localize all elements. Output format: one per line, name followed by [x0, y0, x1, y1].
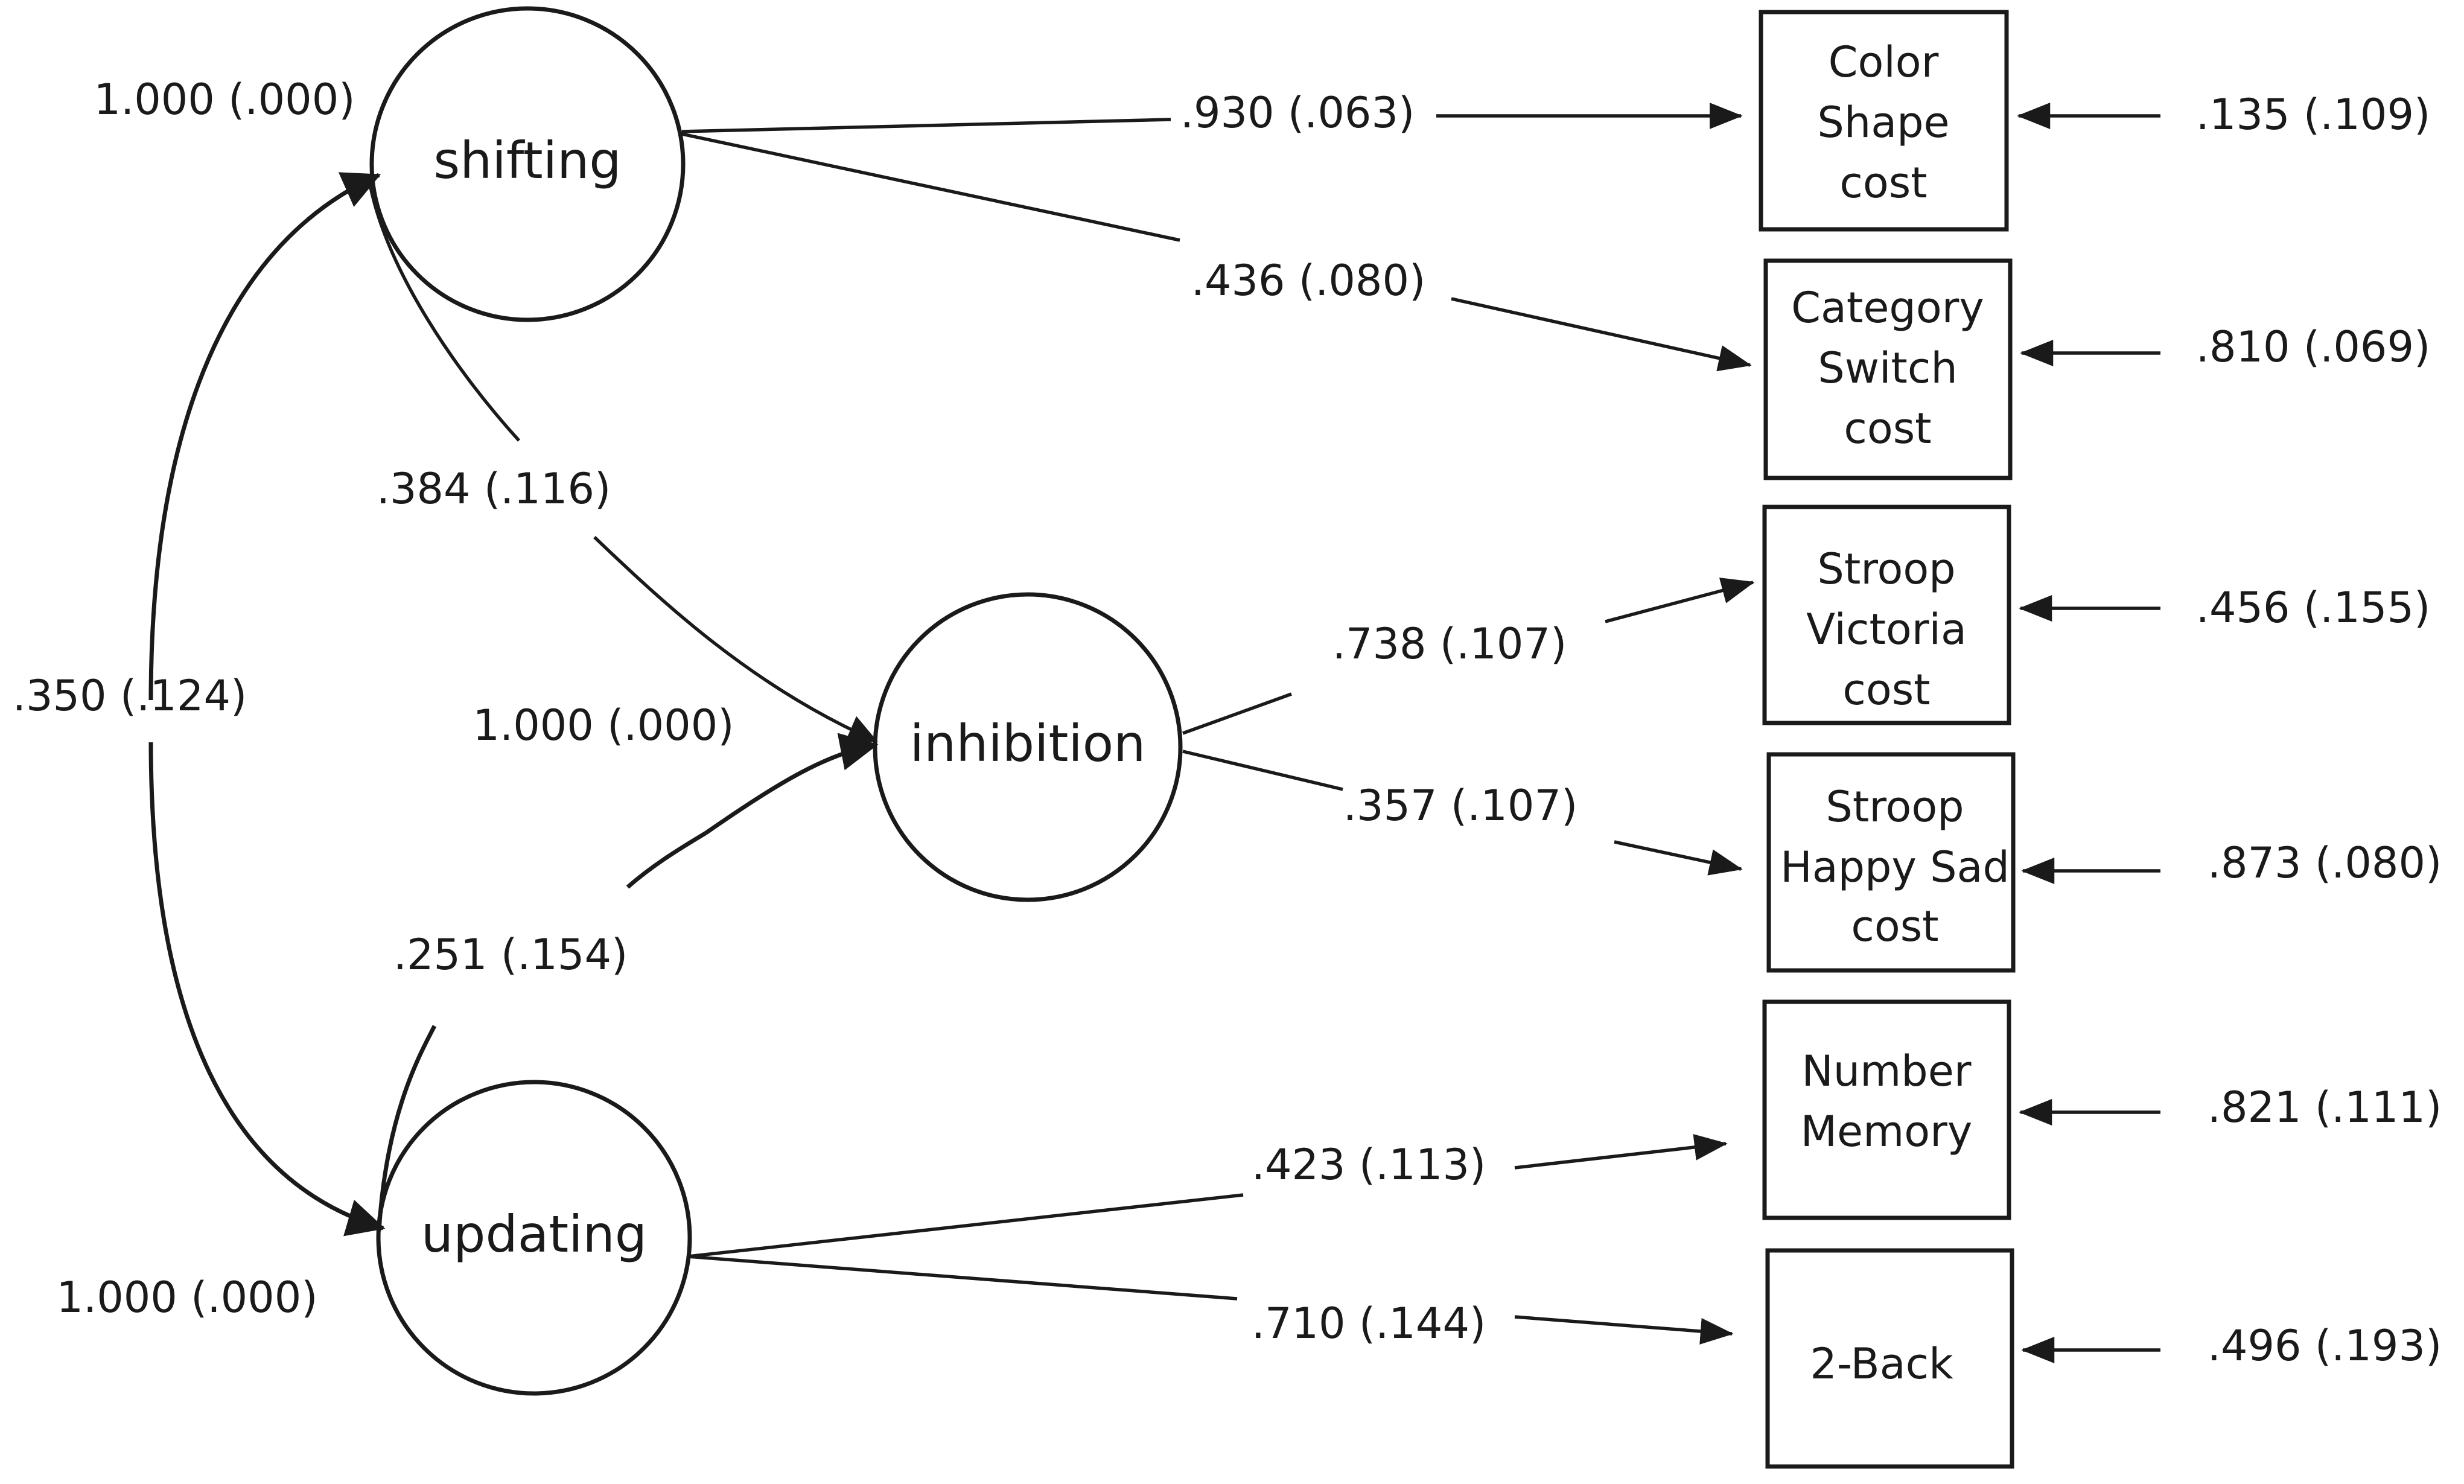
loading-path-category-switch-a: [681, 132, 1180, 242]
loading-path-2-back-a: [687, 1255, 1238, 1301]
indicator-stroop-happy-sad-cost: Stroop Happy Sad cost: [1766, 752, 2016, 973]
indicator-line: Stroop: [1826, 782, 1964, 832]
indicator-number-memory: Number Memory: [1762, 999, 2011, 1220]
loading-path-stroop-victoria-a: [1182, 692, 1292, 735]
updating-variance-label: 1.000 (.000): [56, 1273, 317, 1322]
indicator-stroop-victoria-cost: Stroop Victoria cost: [1762, 505, 2011, 725]
indicator-box: [1765, 1248, 2014, 1469]
indicator-line: 2-Back: [1810, 1339, 1953, 1389]
indicator-category-switch-cost: Category Switch cost: [1763, 258, 2013, 480]
indicator-line: Switch: [1818, 343, 1957, 393]
latent-factor-inhibition: inhibition: [873, 592, 1183, 902]
shifting-inhibition-path-lower: [593, 536, 878, 744]
updating-inhibition-coefficient: .251 (.154): [393, 930, 628, 979]
residual-color-shape-cost: .135 (.109): [2196, 90, 2431, 139]
indicator-line: Shape: [1817, 98, 1949, 147]
indicator-box: [1766, 752, 2016, 973]
indicator-line: Memory: [1801, 1107, 1973, 1156]
inhibition-label: inhibition: [910, 714, 1146, 773]
updating-circle: [376, 1080, 692, 1396]
covariance-shifting-updating-label: .350 (.124): [13, 671, 247, 721]
latent-factor-shifting: shifting: [369, 6, 686, 322]
indicator-2-back: 2-Back: [1765, 1248, 2014, 1469]
updating-inhibition-path-upper: [705, 733, 879, 835]
indicator-line: cost: [1842, 665, 1930, 715]
latent-factor-updating: updating: [376, 1080, 692, 1396]
covariance-updating-shifting-path: [148, 742, 386, 1237]
shifting-inhibition-path-upper: [368, 180, 521, 442]
updating-label: updating: [421, 1205, 647, 1264]
loading-path-number-memory-b: [1514, 1134, 1728, 1170]
updating-inhibition-path-mid: [626, 830, 707, 889]
loading-stroop-victoria-cost: .738 (.107): [1332, 619, 1567, 669]
indicator-line: Stroop: [1817, 544, 1955, 594]
loading-path-category-switch-b: [1451, 297, 1752, 372]
residual-stroop-happy-sad-cost: .873 (.080): [2208, 838, 2442, 888]
indicator-line: Color: [1829, 37, 1939, 87]
indicator-color-shape-cost: Color Shape cost: [1759, 10, 2009, 232]
covariance-shifting-updating-path: [148, 172, 381, 701]
indicator-line: cost: [1851, 902, 1938, 951]
loading-2-back: .710 (.144): [1252, 1299, 1486, 1348]
loading-number-memory: .423 (.113): [1252, 1140, 1486, 1189]
indicator-box: [1762, 505, 2011, 725]
indicator-box: [1763, 258, 2013, 480]
indicator-line: cost: [1839, 158, 1927, 208]
shifting-inhibition-coefficient: .384 (.116): [377, 464, 611, 514]
indicator-box: [1759, 10, 2009, 232]
residual-category-switch-cost: .810 (.069): [2196, 322, 2431, 372]
loading-category-switch-cost: .436 (.080): [1191, 256, 1426, 305]
indicator-line: Victoria: [1806, 605, 1967, 654]
shifting-circle: [369, 6, 686, 322]
loading-path-color-shape-a: [681, 118, 1171, 133]
indicator-box: [1762, 999, 2011, 1220]
loading-stroop-happy-sad-cost: .357 (.107): [1343, 781, 1578, 830]
shifting-label: shifting: [433, 131, 621, 190]
shifting-variance-label: 1.000 (.000): [94, 75, 355, 124]
loading-color-shape-cost: .930 (.063): [1180, 88, 1415, 138]
loading-path-2-back-b: [1514, 1315, 1734, 1345]
residual-number-memory: .821 (.111): [2208, 1083, 2442, 1132]
loading-path-stroop-happy-sad-a: [1182, 750, 1343, 791]
residual-stroop-victoria-cost: .456 (.155): [2196, 583, 2431, 632]
loading-path-stroop-happy-sad-b: [1614, 840, 1743, 876]
updating-inhibition-path-lower: [377, 1025, 437, 1232]
indicator-line: Category: [1791, 283, 1984, 333]
indicator-line: cost: [1844, 404, 1931, 453]
loading-path-stroop-victoria-b: [1605, 578, 1755, 623]
residual-2-back: .496 (.193): [2208, 1321, 2442, 1371]
indicator-line: Number: [1801, 1046, 1971, 1096]
inhibition-variance-label: 1.000 (.000): [473, 701, 734, 750]
indicator-line: Happy Sad: [1780, 842, 2010, 892]
loading-path-number-memory-a: [687, 1193, 1244, 1258]
